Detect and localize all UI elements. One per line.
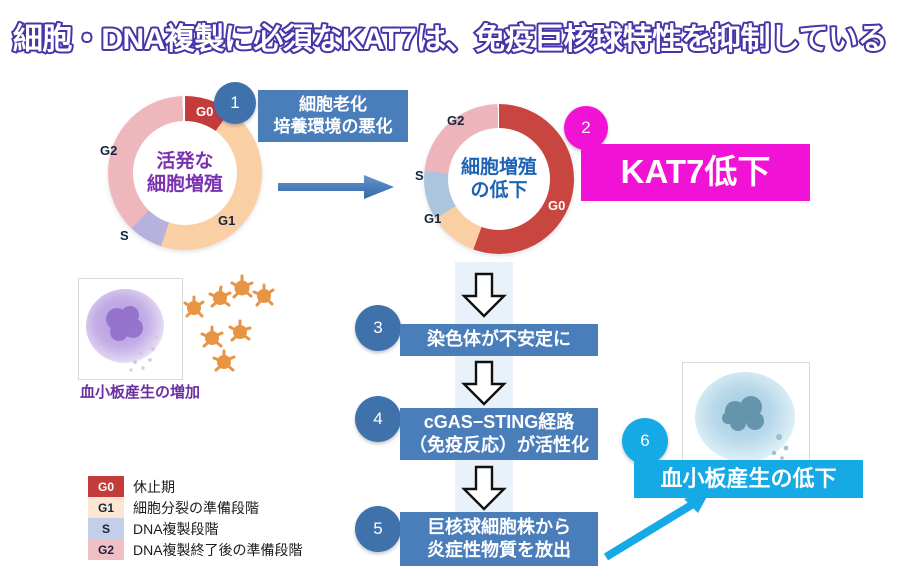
step-badge-5: 5: [355, 506, 401, 552]
page-title: 細胞・DNA複製に必須なKAT7は、免疫巨核球特性を抑制している: [11, 21, 889, 57]
cell-cycle-right-center-line1: 細胞増殖: [460, 156, 537, 178]
cell-cycle-chart-right: 細胞増殖 の低下: [424, 104, 574, 254]
step-6-callout: 血小板産生の低下: [634, 460, 863, 498]
step-badge-1-number: 1: [230, 93, 240, 112]
cell-cycle-left-segment-label-g1: G1: [218, 213, 236, 228]
legend-row-g0: G0 休止期: [88, 476, 303, 497]
step-4-line2: （免疫反応）が活性化: [409, 435, 589, 455]
legend-row-s: S DNA複製段階: [88, 518, 303, 539]
legend-chip-g1: G1: [88, 497, 124, 518]
step-1-line2: 培養環境の悪化: [273, 117, 393, 136]
legend-row-g2: G2 DNA複製終了後の準備段階: [88, 539, 303, 560]
step-3-callout: 染色体が不安定に: [400, 324, 598, 356]
legend-chip-g0: G0: [88, 476, 124, 497]
cell-cycle-left-segment-label-s: S: [120, 228, 129, 243]
step-badge-1: 1: [214, 82, 256, 124]
step-badge-3-number: 3: [373, 318, 383, 337]
cell-cycle-right-center-line2: の低下: [470, 180, 528, 201]
cell-cycle-legend: G0 休止期 G1 細胞分裂の準備段階 S DNA複製段階 G2 DNA複製終了…: [88, 476, 303, 560]
step-1-line1: 細胞老化: [299, 94, 367, 114]
legend-description-s: DNA複製段階: [133, 520, 219, 537]
cell-cycle-right-segment-label-g1: G1: [424, 211, 442, 226]
step-badge-3: 3: [355, 305, 401, 351]
step-badge-4-number: 4: [373, 409, 383, 428]
uplift-arrow-cyan: [603, 491, 710, 561]
cell-cycle-right-center-label: 細胞増殖 の低下: [448, 128, 550, 230]
cell-cycle-left-center-line2: 細胞増殖: [146, 174, 223, 195]
cell-cycle-left-center-line1: 活発な: [156, 150, 214, 172]
megakaryocyte-purple-illustration: [86, 289, 164, 372]
step-6-label: 血小板産生の低下: [660, 465, 837, 491]
cell-cycle-right-segment-label-g0: G0: [548, 198, 566, 213]
cell-cycle-right-segment-label-g2: G2: [447, 113, 465, 128]
down-arrow-3: [461, 465, 507, 511]
step-1-callout: 細胞老化 培養環境の悪化: [258, 90, 408, 142]
legend-chip-g2: G2: [88, 539, 124, 560]
step-badge-6-number: 6: [640, 431, 650, 450]
down-arrow-2: [461, 360, 507, 406]
cell-cycle-left-center-label: 活発な 細胞増殖: [133, 121, 237, 225]
step-badge-6: 6: [622, 418, 668, 464]
cell-cycle-left-segment-label-g2: G2: [100, 143, 118, 158]
step-5-line1: 巨核球細胞株から: [427, 516, 571, 537]
step-badge-4: 4: [355, 396, 401, 442]
micrograph-megakaryocyte-purple: [78, 278, 183, 380]
legend-description-g1: 細胞分裂の準備段階: [133, 499, 259, 516]
step-3-label: 染色体が不安定に: [427, 329, 571, 350]
micrograph-megakaryocyte-blue: [682, 362, 810, 476]
step-2-label: KAT7低下: [620, 153, 771, 191]
step-5-callout: 巨核球細胞株から 炎症性物質を放出: [400, 512, 598, 566]
cell-cycle-right-segment-label-s: S: [415, 168, 424, 183]
cell-cycle-left-segment-label-g0: G0: [196, 104, 214, 119]
legend-description-g2: DNA複製終了後の準備段階: [133, 541, 303, 558]
step-2-callout: KAT7低下: [581, 144, 810, 201]
step-badge-2-number: 2: [581, 118, 591, 137]
legend-row-g1: G1 細胞分裂の準備段階: [88, 497, 303, 518]
megakaryocyte-blue-illustration: [695, 372, 795, 462]
down-arrow-1: [461, 272, 507, 318]
step-badge-5-number: 5: [373, 519, 383, 538]
micrograph-left-caption: 血小板産生の増加: [80, 384, 201, 401]
step-4-line1: cGAS−STING経路: [423, 411, 575, 432]
step-5-line2: 炎症性物質を放出: [427, 540, 571, 560]
transition-arrow-right: [278, 175, 394, 199]
legend-chip-s: S: [88, 518, 124, 539]
legend-description-g0: 休止期: [133, 478, 175, 495]
platelet-cluster-orange: [183, 274, 275, 372]
step-badge-2: 2: [564, 106, 608, 150]
step-4-callout: cGAS−STING経路 （免疫反応）が活性化: [400, 408, 598, 460]
